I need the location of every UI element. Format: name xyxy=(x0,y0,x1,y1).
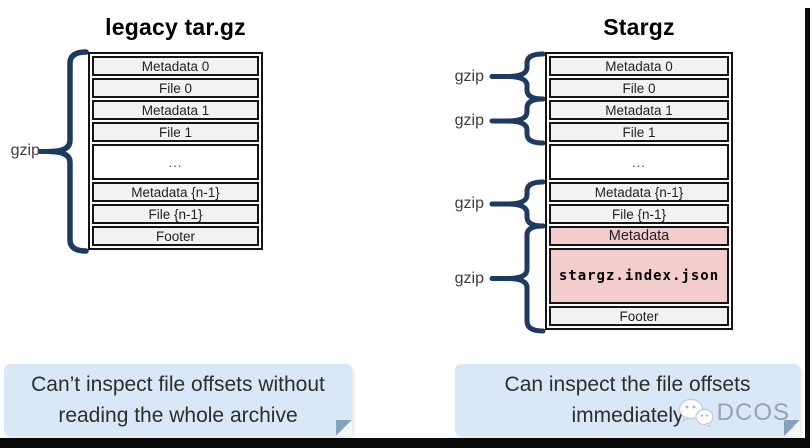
right-edge-bar xyxy=(805,8,810,448)
brace-icon-stargz-1 xyxy=(506,51,546,102)
watermark: DCOS xyxy=(678,398,790,428)
brace-icon-stargz-4 xyxy=(506,223,546,334)
stack-row: File {n-1} xyxy=(92,204,259,224)
stack-row: Footer xyxy=(549,306,729,326)
stack-row: File 0 xyxy=(549,78,729,98)
stack-row: Metadata 1 xyxy=(92,100,259,120)
legacy-caption-line1: Can’t inspect file offsets without xyxy=(31,373,325,396)
watermark-text: DCOS xyxy=(716,399,790,426)
stack-row: Metadata xyxy=(549,226,729,246)
stack-row: File 1 xyxy=(549,122,729,142)
stargz-caption-line1: Can inspect the file offsets xyxy=(504,373,751,396)
stack-row: File 1 xyxy=(92,122,259,142)
stack-row: Metadata {n-1} xyxy=(92,182,259,202)
stack-row: stargz.index.json xyxy=(549,248,729,304)
legacy-caption: Can’t inspect file offsets without readi… xyxy=(4,364,352,436)
gzip-label-legacy: gzip xyxy=(10,142,40,159)
stack-row: ... xyxy=(92,144,259,180)
stargz-caption-line2: immediately xyxy=(571,404,684,427)
stack-row: Metadata 0 xyxy=(92,56,259,76)
folded-corner-icon xyxy=(784,420,800,436)
brace-icon-stargz-3 xyxy=(506,179,546,229)
bottom-edge-bar xyxy=(0,438,810,448)
gzip-label-stargz-2: gzip xyxy=(454,112,484,129)
legacy-caption-line2: reading the whole archive xyxy=(58,404,298,427)
stack-row: File 0 xyxy=(92,78,259,98)
stargz-caption: Can inspect the file offsets immediately… xyxy=(455,364,800,436)
legacy-title: legacy tar.gz xyxy=(105,14,246,40)
stack-row: Footer xyxy=(92,226,259,246)
stack-row: Metadata 0 xyxy=(549,56,729,76)
brace-icon-stargz-2 xyxy=(506,96,546,146)
wechat-icon xyxy=(678,398,714,428)
stargz-title: Stargz xyxy=(603,14,675,40)
folded-corner-icon xyxy=(336,420,352,436)
brace-icon-legacy xyxy=(49,49,89,254)
stack-row: Metadata 1 xyxy=(549,100,729,120)
gzip-label-stargz-4: gzip xyxy=(454,269,484,287)
stack-row: ... xyxy=(549,144,729,180)
stack-row: Metadata {n-1} xyxy=(549,182,729,202)
gzip-label-stargz-3: gzip xyxy=(454,195,484,212)
gzip-label-stargz-1: gzip xyxy=(454,67,484,85)
stack-row: File {n-1} xyxy=(549,204,729,224)
